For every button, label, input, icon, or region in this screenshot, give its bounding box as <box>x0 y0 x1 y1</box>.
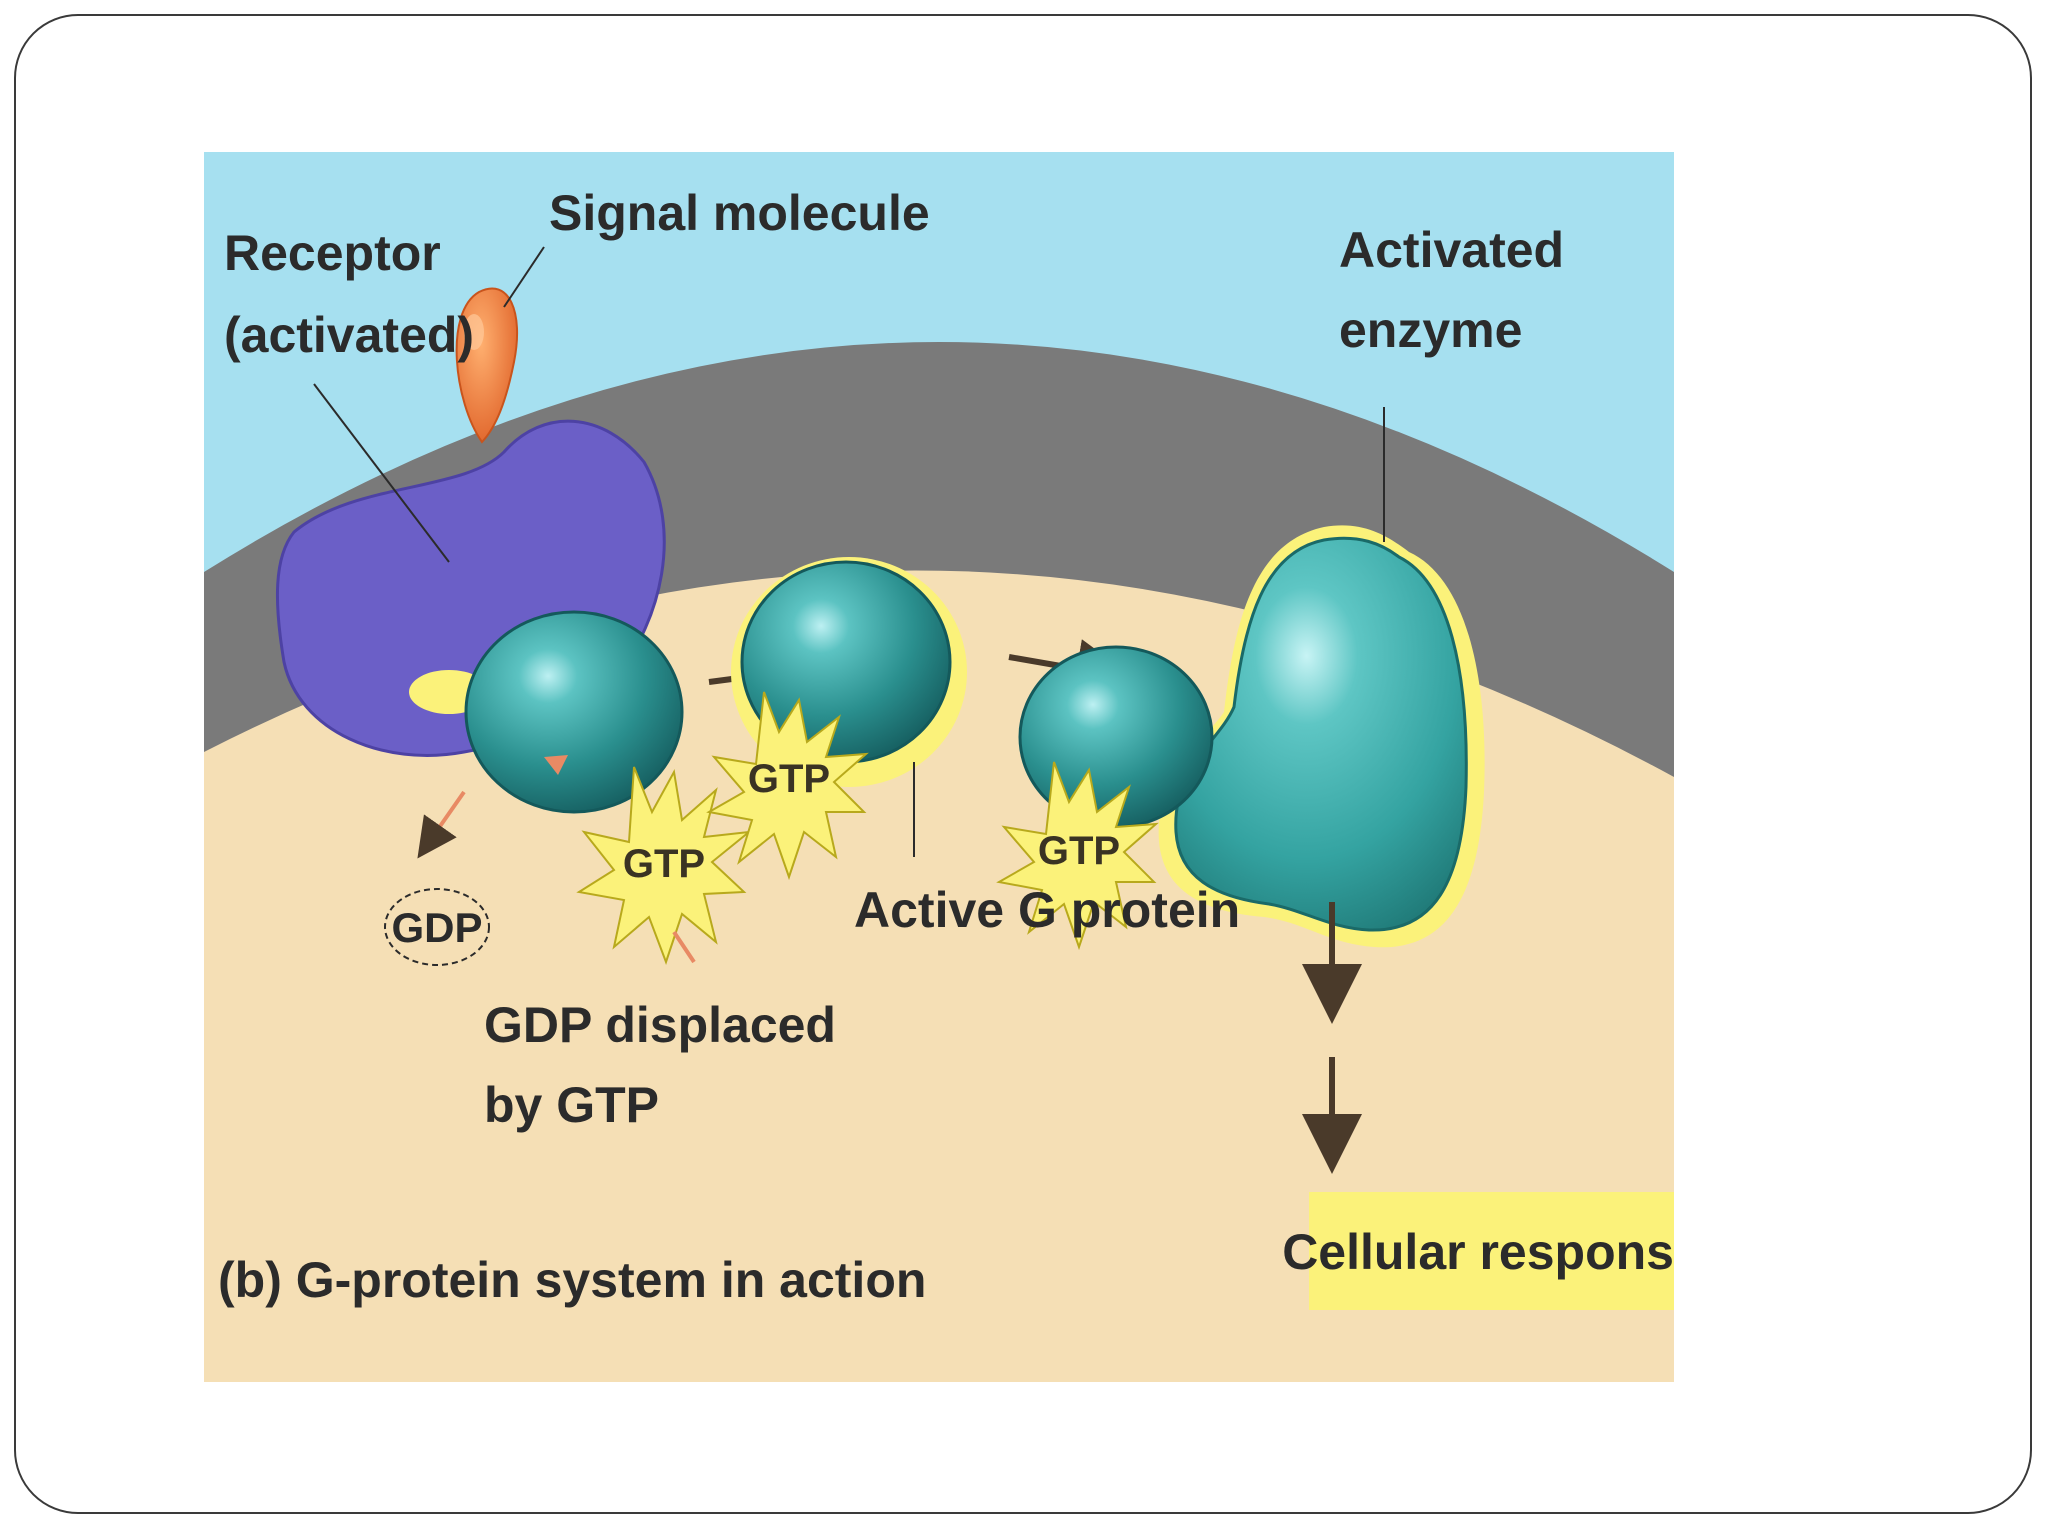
gdp-label: GDP <box>391 904 482 951</box>
gdp-displaced-label-line2: by GTP <box>484 1077 659 1133</box>
activated-enzyme-label-line2: enzyme <box>1339 302 1522 358</box>
signal-pointer <box>503 246 545 308</box>
gtp-insert-arrow <box>672 930 696 964</box>
gtp-star-1 <box>576 766 753 965</box>
gtp-star-2 <box>706 691 869 881</box>
gtp-label-2: GTP <box>748 757 830 801</box>
receptor-label-line2: (activated) <box>224 307 474 363</box>
receptor-pointer <box>313 383 450 563</box>
signal-molecule-label: Signal molecule <box>549 185 930 241</box>
g-protein-inactive <box>464 610 684 814</box>
activated-enzyme-label-line1: Activated <box>1339 222 1564 278</box>
gdp-displaced-label-line1: GDP displaced <box>484 997 836 1053</box>
cellular-response-label: Cellular response <box>1282 1224 1674 1280</box>
figure-caption: (b) G-protein system in action <box>218 1252 926 1308</box>
gdp-ellipse <box>384 888 490 966</box>
slide-frame: GDP GTP GTP GTP <box>14 14 2032 1514</box>
signal-molecule-highlight <box>464 314 484 350</box>
gtp-label-1: GTP <box>623 842 705 886</box>
receptor-label-line1: Receptor <box>224 225 441 281</box>
gtp-star-3 <box>996 761 1159 951</box>
gtp-label-3: GTP <box>1038 829 1120 873</box>
diagram-canvas: GDP GTP GTP GTP <box>204 152 1674 1382</box>
activated-enzyme-shape <box>1174 536 1468 932</box>
active-g-protein-label: Active G protein <box>854 882 1240 938</box>
gdp-release-arrow <box>417 790 466 859</box>
cellular-response-box <box>1309 1192 1674 1310</box>
gdp-release-notch <box>544 755 568 775</box>
g-protein-diagram: GDP GTP GTP GTP <box>204 152 1674 1382</box>
